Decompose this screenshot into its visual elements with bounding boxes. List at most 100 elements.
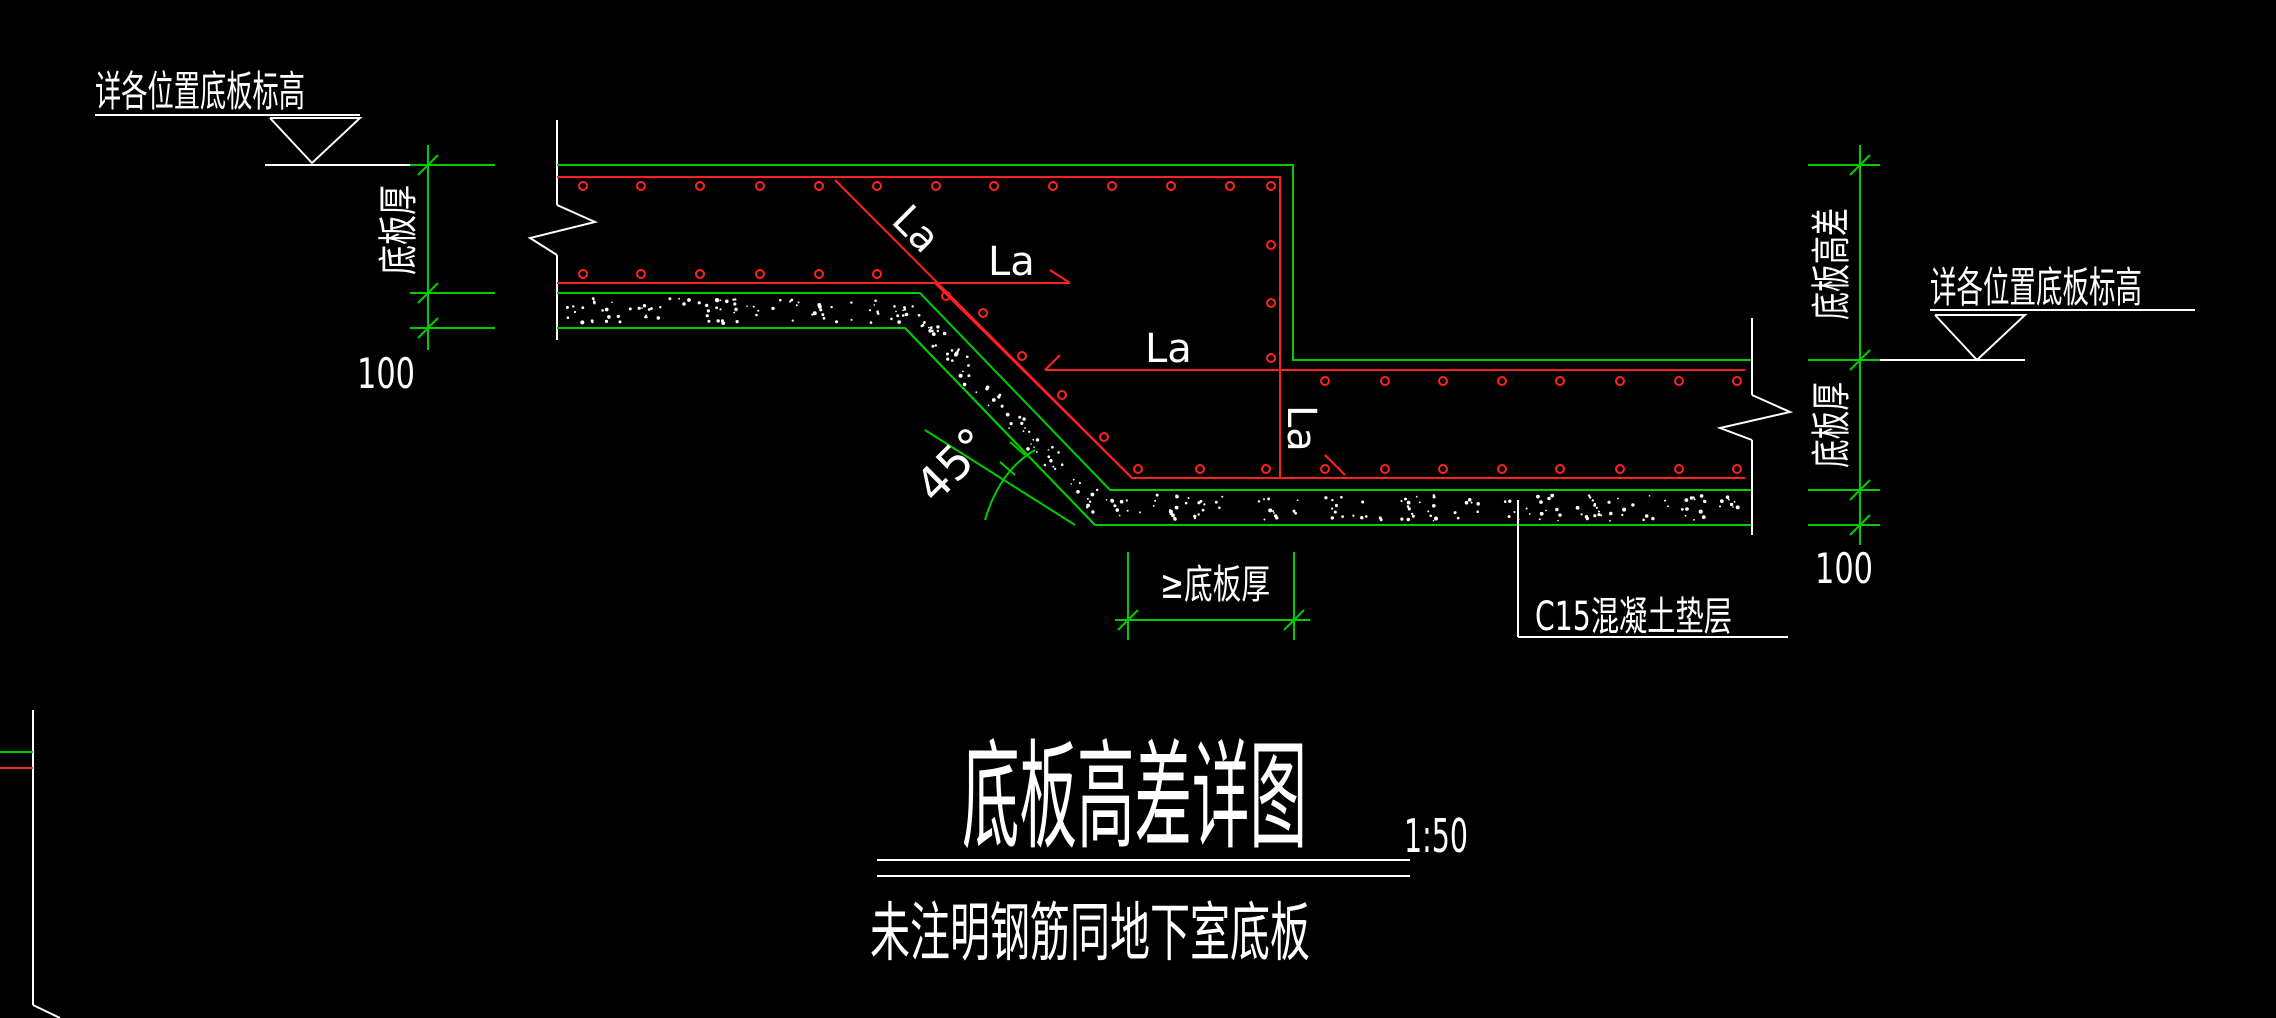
hatch-dot (1593, 504, 1596, 507)
hatch-dot (1545, 509, 1547, 512)
hatch-dot (821, 313, 825, 317)
hatch-dot (874, 299, 877, 303)
hatch-dot (572, 305, 575, 308)
hatch-dot (791, 319, 794, 322)
hatch-dot (1557, 519, 1559, 522)
hatch-dot (607, 315, 611, 319)
hatch-dot (1174, 505, 1179, 510)
hatch-dot (1171, 513, 1175, 518)
hatch-dot (752, 305, 755, 308)
hatch-dot (1609, 519, 1611, 522)
hatch-dot (1667, 505, 1669, 508)
partial-frame-left (0, 710, 61, 1018)
elevation-difference-label: 底板高差 (1809, 208, 1855, 320)
hatch-dot (896, 314, 900, 318)
hatch-dot (987, 404, 990, 407)
hatch-dot (1508, 499, 1512, 503)
hatch-dot (1330, 516, 1335, 520)
hatch-dot (1047, 455, 1051, 459)
hatch-dot (1273, 512, 1275, 514)
hatch-dot (1621, 513, 1624, 517)
hatch-dot (958, 373, 963, 378)
elevation-label-right: 详各位置底板标高 (1930, 263, 2142, 312)
hatch-dot (850, 318, 853, 321)
hatch-dot (707, 319, 711, 323)
hatch-dot (659, 306, 662, 309)
hatch-dot (903, 306, 906, 309)
hatch-dot (1214, 500, 1218, 504)
hatch-dot (1060, 463, 1064, 467)
hatch-dot (616, 314, 620, 318)
left-dimension-lines (410, 145, 495, 350)
hatch-dot (1009, 422, 1013, 426)
hatch-dot (1272, 510, 1274, 513)
hatch-dot (967, 364, 970, 367)
hatch-dot (923, 322, 925, 325)
hatch-dot (1600, 514, 1603, 517)
hatch-dot (725, 299, 729, 304)
hatch-dot (1453, 511, 1457, 515)
hatch-dot (604, 307, 609, 312)
hatch-dot (678, 297, 680, 300)
hatch-dot (1360, 516, 1364, 520)
hatch-dot (873, 304, 875, 306)
hatch-dot (1598, 510, 1600, 513)
hatch-dot (997, 395, 1001, 399)
hatch-dot (1197, 513, 1200, 516)
hatch-dot (721, 321, 726, 325)
hatch-dot (1407, 507, 1411, 511)
hatch-dot (975, 391, 978, 394)
hatch-dot (812, 311, 817, 316)
hatch-dot (991, 398, 996, 402)
hatch-dot (1547, 496, 1551, 501)
hatch-dot (581, 306, 585, 309)
elevation-marker-right (1880, 309, 2195, 362)
rebar-lines (557, 176, 1745, 479)
la-mid-label: La (1145, 326, 1192, 372)
hatch-dot (714, 298, 719, 302)
hatch-dot (1432, 494, 1436, 497)
hatch-dot (1334, 503, 1338, 508)
hatch-dot (1585, 516, 1590, 521)
hatch-dot (719, 308, 722, 311)
hatch-dot (1693, 498, 1696, 501)
hatch-dot (1503, 500, 1507, 503)
hatch-dot (1609, 511, 1613, 516)
hatch-dot (1352, 514, 1355, 517)
hatch-dot (934, 344, 937, 347)
hatch-dot (1595, 506, 1598, 509)
hatch-dot (1155, 493, 1159, 497)
hatch-dot (732, 298, 735, 301)
hatch-dot (1432, 519, 1435, 522)
hatch-dot (869, 321, 873, 324)
hatch-dot (946, 352, 949, 356)
hatch-dot (1536, 494, 1540, 499)
hatch-dot (1732, 506, 1734, 508)
hatch-dot (1070, 483, 1073, 485)
hatch-dot (1406, 517, 1411, 522)
hatch-dot (1539, 511, 1544, 516)
hatch-dot (641, 307, 643, 309)
cushion-hatch (565, 297, 1740, 522)
hatch-dot (591, 321, 594, 324)
hatch-dot (1550, 493, 1555, 498)
hatch-dot (1680, 508, 1684, 511)
rebar-dots (578, 181, 1742, 474)
hatch-dot (642, 304, 647, 308)
hatch-dot (1118, 514, 1121, 517)
hatch-dot (1580, 513, 1583, 516)
hatch-dot (1664, 499, 1666, 502)
hatch-dot (1026, 447, 1030, 451)
hatch-dot (1703, 499, 1707, 504)
hatch-dot (618, 320, 622, 324)
hatch-dot (1341, 515, 1344, 518)
hatch-dot (565, 305, 569, 309)
hatch-dot (1096, 488, 1099, 492)
hatch-dot (1036, 451, 1038, 453)
hatch-dot (779, 298, 782, 302)
la-vertical-label: La (1278, 405, 1324, 452)
hatch-dot (1267, 497, 1270, 501)
hatch-dot (1201, 508, 1205, 512)
hatch-dot (893, 305, 896, 308)
